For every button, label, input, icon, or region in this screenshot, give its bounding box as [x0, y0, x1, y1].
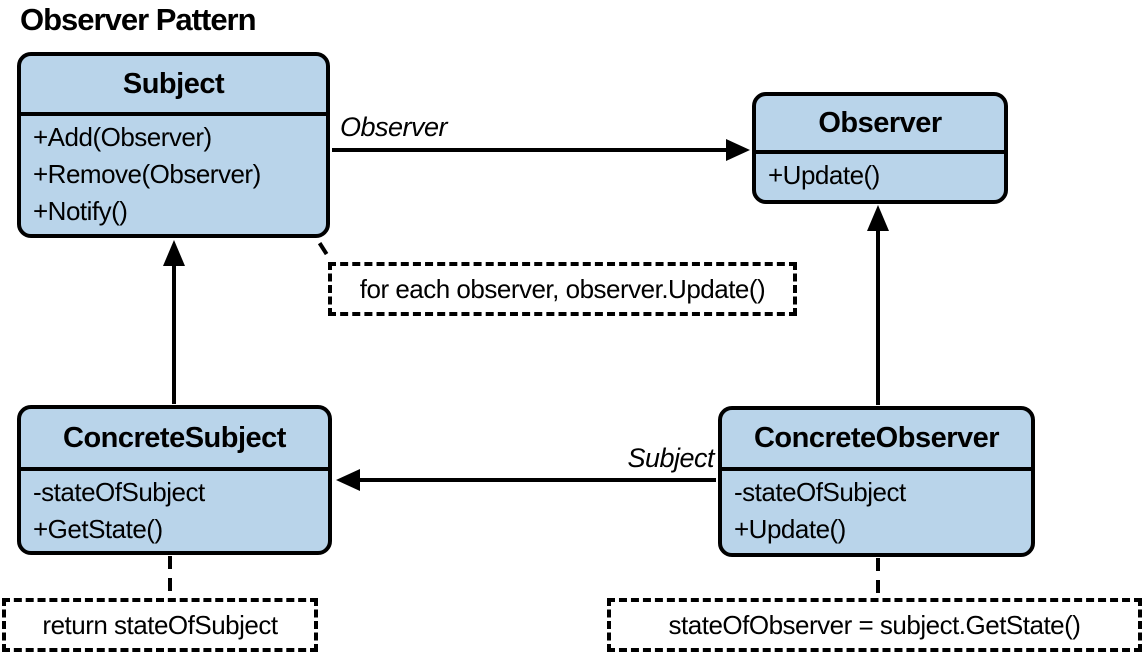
class-box-observer: Observer +Update() — [752, 92, 1008, 204]
class-member: +Notify() — [33, 196, 128, 226]
class-member: -stateOfSubject — [734, 477, 906, 507]
note-get-state: stateOfObserver = subject.GetState() — [607, 598, 1142, 652]
class-members: -stateOfSubject +GetState() — [21, 471, 328, 548]
class-members: +Add(Observer) +Remove(Observer) +Notify… — [21, 116, 326, 230]
subject-to-observer-arrow — [332, 139, 750, 161]
class-members: +Update() — [756, 154, 1004, 194]
edge-label-observer: Observer — [340, 112, 448, 142]
class-name: Subject — [21, 56, 326, 116]
concreteobserver-to-concretesubject-arrow — [336, 469, 716, 491]
class-member: +Add(Observer) — [33, 122, 212, 152]
class-name: ConcreteObserver — [722, 410, 1031, 471]
concretesubject-to-subject-arrow — [163, 240, 185, 404]
class-members: -stateOfSubject +Update() — [722, 471, 1031, 548]
class-box-concreteobserver: ConcreteObserver -stateOfSubject +Update… — [718, 406, 1035, 557]
class-member: -stateOfSubject — [33, 477, 205, 507]
class-box-subject: Subject +Add(Observer) +Remove(Observer)… — [17, 52, 330, 238]
class-member: +Update() — [734, 514, 846, 544]
class-member: +Remove(Observer) — [33, 159, 261, 189]
edge-label-subject: Subject — [627, 443, 714, 473]
class-name: Observer — [756, 96, 1004, 154]
concreteobserver-to-observer-arrow — [867, 205, 889, 405]
class-name: ConcreteSubject — [21, 409, 328, 471]
class-member: +Update() — [768, 160, 880, 190]
note-return-state: return stateOfSubject — [2, 598, 318, 652]
class-box-concretesubject: ConcreteSubject -stateOfSubject +GetStat… — [17, 405, 332, 555]
diagram-title: Observer Pattern — [20, 2, 257, 37]
note-for-each-observer: for each observer, observer.Update() — [328, 262, 797, 316]
class-member: +GetState() — [33, 514, 163, 544]
